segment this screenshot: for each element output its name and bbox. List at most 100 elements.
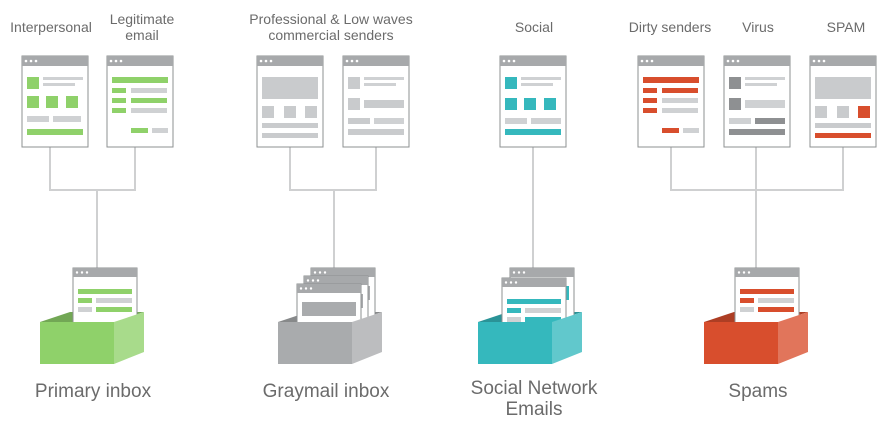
content-bar	[745, 100, 785, 108]
window-dot	[350, 59, 354, 63]
window-dot	[309, 287, 313, 290]
content-bar	[131, 98, 167, 103]
window-dot	[504, 281, 508, 284]
content-bar	[112, 88, 126, 93]
content-bar	[364, 77, 404, 80]
bin-label-social-network-emails: Social Network Emails	[470, 378, 598, 421]
window-header	[304, 276, 368, 285]
window-header	[510, 268, 574, 277]
content-bar	[112, 98, 126, 103]
window-dot	[514, 281, 518, 284]
content-bar	[96, 298, 132, 303]
window-frame	[809, 55, 877, 148]
content-bar	[305, 106, 317, 118]
content-bar	[683, 128, 699, 133]
window-dot	[736, 59, 740, 63]
content-bar	[507, 308, 521, 313]
window-legitimate-email	[106, 55, 174, 148]
content-bar	[662, 98, 698, 103]
window-dot	[306, 279, 310, 282]
window-frame	[256, 55, 324, 148]
content-bar	[348, 98, 360, 110]
window-professional-2	[342, 55, 410, 148]
content-bar	[507, 317, 521, 322]
content-bar	[284, 106, 296, 118]
content-bar	[27, 77, 39, 89]
window-dot	[299, 287, 303, 290]
window-dot	[812, 59, 816, 63]
content-bar	[507, 299, 561, 304]
window-dot	[737, 271, 741, 274]
content-bar	[729, 129, 785, 135]
content-bar	[46, 96, 58, 108]
window-header	[638, 56, 704, 66]
label-social: Social	[514, 19, 554, 35]
content-bar	[374, 118, 404, 124]
connector-lines	[49, 147, 844, 270]
window-dot	[355, 59, 359, 63]
window-dot	[742, 271, 746, 274]
label-interpersonal: Interpersonal	[10, 19, 92, 35]
content-bar	[740, 307, 754, 312]
content-bar	[78, 289, 132, 294]
content-bar	[815, 133, 871, 138]
content-bar	[131, 128, 148, 133]
window-header	[73, 268, 137, 277]
window-header	[297, 284, 361, 293]
content-bar	[348, 118, 370, 124]
window-header	[810, 56, 876, 66]
window-dot	[650, 59, 654, 63]
bin-front	[704, 322, 778, 364]
content-bar	[78, 298, 92, 303]
label-spam: SPAM	[826, 19, 866, 35]
window-dot	[747, 271, 751, 274]
window-header	[311, 268, 375, 277]
window-dot	[316, 279, 320, 282]
content-bar	[525, 308, 561, 313]
window-dot	[24, 59, 28, 63]
bin-side	[352, 312, 382, 364]
connector-line	[49, 147, 136, 191]
content-bar	[643, 98, 657, 103]
window-dot	[259, 59, 263, 63]
bin-label-primary-inbox: Primary inbox	[34, 381, 152, 402]
bin-side	[552, 312, 582, 364]
window-dirty-senders	[637, 55, 705, 148]
content-bar	[531, 118, 561, 124]
window-virus	[723, 55, 791, 148]
content-bar	[262, 133, 318, 138]
content-bar	[525, 317, 561, 322]
content-bar	[729, 77, 741, 89]
content-bar	[66, 96, 78, 108]
content-bar	[524, 98, 536, 110]
window-dot	[29, 59, 33, 63]
content-bar	[505, 77, 517, 89]
content-bar	[643, 77, 699, 83]
content-bar	[729, 118, 751, 124]
label-dirty-senders: Dirty senders	[628, 19, 712, 35]
window-dot	[817, 59, 821, 63]
content-bar	[662, 88, 698, 93]
window-header	[735, 268, 799, 277]
window-dot	[512, 271, 516, 274]
content-bar	[262, 123, 318, 128]
content-bar	[837, 106, 849, 118]
content-bar	[815, 123, 871, 128]
content-bar	[662, 108, 698, 113]
content-bar	[745, 77, 785, 80]
window-dot	[517, 271, 521, 274]
bin-side	[778, 312, 808, 364]
window-dot	[264, 59, 268, 63]
content-bar	[758, 307, 794, 312]
content-bar	[43, 77, 83, 80]
window-dot	[311, 279, 315, 282]
content-bar	[815, 106, 827, 118]
content-bar	[348, 129, 404, 135]
window-dot	[109, 59, 113, 63]
content-bar	[740, 298, 754, 303]
content-bar	[815, 77, 871, 99]
content-bar	[505, 98, 517, 110]
content-bar	[521, 77, 561, 80]
